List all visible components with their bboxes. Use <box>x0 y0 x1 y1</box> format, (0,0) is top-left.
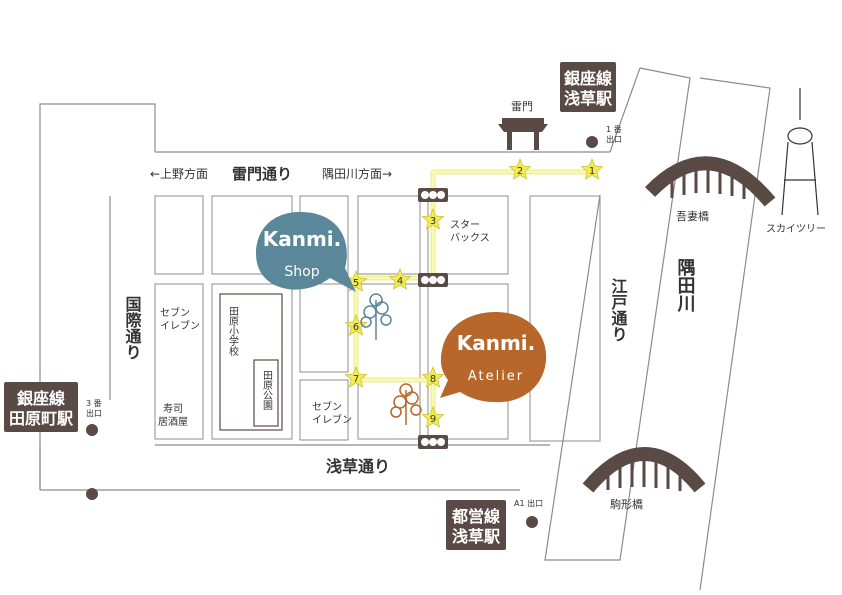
route-star-3 <box>421 207 445 230</box>
sumida-direction-label: 隅田川方面→ <box>322 166 392 181</box>
route-star-4 <box>388 267 412 290</box>
route-star-6 <box>344 313 368 336</box>
starbucks-sub-label: バックス <box>450 232 490 244</box>
exitA1-label: A1 出口 <box>514 498 543 508</box>
skytree-label: スカイツリー <box>766 223 826 235</box>
exit3-label: 3 番 <box>86 398 102 408</box>
exit3-sub-label: 出口 <box>86 408 102 418</box>
route-star-number: 9 <box>430 414 436 425</box>
station-ginza-asakusa: 銀座線 浅草駅 <box>560 62 616 112</box>
starbucks-label: スター <box>450 219 480 231</box>
route-star-number: 2 <box>517 166 523 177</box>
station-name-label: 田原町駅 <box>9 409 74 428</box>
shop-tree-icon <box>360 293 392 340</box>
sumida-river-label: 隅田川 <box>675 258 697 313</box>
route-star-number: 6 <box>353 322 359 333</box>
route-star-number: 8 <box>430 374 436 385</box>
station-ginza-tawaramachi: 銀座線 田原町駅 <box>4 382 78 432</box>
seven-eleven-bottom-label: セブン <box>312 400 342 413</box>
station-name-label: 浅草駅 <box>452 527 501 546</box>
station-name-label: 浅草駅 <box>564 89 613 108</box>
station-line-label: 都営線 <box>451 507 500 526</box>
route-star-8 <box>421 365 445 388</box>
kaminarimon-gate-icon <box>498 118 548 150</box>
ueno-direction-label: ←上野方面 <box>150 166 208 181</box>
road-network <box>39 67 771 591</box>
station-line-label: 銀座線 <box>17 389 65 408</box>
exit1-sub-label: 出口 <box>606 134 622 144</box>
route-star-number: 5 <box>353 278 359 289</box>
komagata-bridge-icon <box>582 447 706 493</box>
kaminarimon-label: 雷門 <box>511 100 533 113</box>
park-label: 田原公園 <box>261 370 273 411</box>
school-label: 田原小学校 <box>227 306 239 357</box>
atelier-tree-icon <box>390 383 422 425</box>
kanmi-shop-bubble: Kanmi. Shop <box>256 212 356 292</box>
station-exit-dots <box>86 136 598 528</box>
seven-eleven-bottom-sub-label: イレブン <box>312 413 352 426</box>
shop-subtitle: Shop <box>284 264 319 280</box>
azuma-bridge-label: 吾妻橋 <box>676 209 709 223</box>
kaminarimon-dori-label: 雷門通り <box>232 165 292 183</box>
exit1-label: 1 番 <box>606 124 622 134</box>
route-star-number: 3 <box>430 216 436 227</box>
komagata-bridge-label: 駒形橋 <box>610 497 643 511</box>
shop-title: Kanmi. <box>263 227 342 251</box>
azuma-bridge-icon <box>644 156 776 207</box>
route-star-number: 1 <box>589 166 595 177</box>
skytree-icon <box>781 88 819 216</box>
sushi-sub-label: 居酒屋 <box>158 416 188 428</box>
city-blocks <box>154 195 601 442</box>
traffic-lights <box>418 188 448 449</box>
station-line-label: 銀座線 <box>564 69 612 88</box>
route-star-1 <box>580 157 604 180</box>
sushi-label: 寿司 <box>163 402 183 415</box>
kokusai-dori-label: 国際通り <box>123 296 142 360</box>
atelier-subtitle: Atelier <box>468 369 524 384</box>
seven-eleven-left-sub-label: イレブン <box>160 319 200 332</box>
seven-eleven-left-label: セブン <box>160 306 190 319</box>
route-star-2 <box>508 157 532 180</box>
route-star-number: 4 <box>397 276 403 287</box>
atelier-title: Kanmi. <box>457 331 536 355</box>
asakusa-dori-label: 浅草通り <box>326 457 390 476</box>
route-star-9 <box>421 405 445 428</box>
route-star-number: 7 <box>353 374 359 385</box>
route-star-7 <box>344 365 368 388</box>
edo-dori-label: 江戸通り <box>609 278 628 342</box>
kanmi-atelier-bubble: Kanmi. Atelier <box>440 312 547 403</box>
station-toei-asakusa: 都営線 浅草駅 <box>446 500 506 550</box>
